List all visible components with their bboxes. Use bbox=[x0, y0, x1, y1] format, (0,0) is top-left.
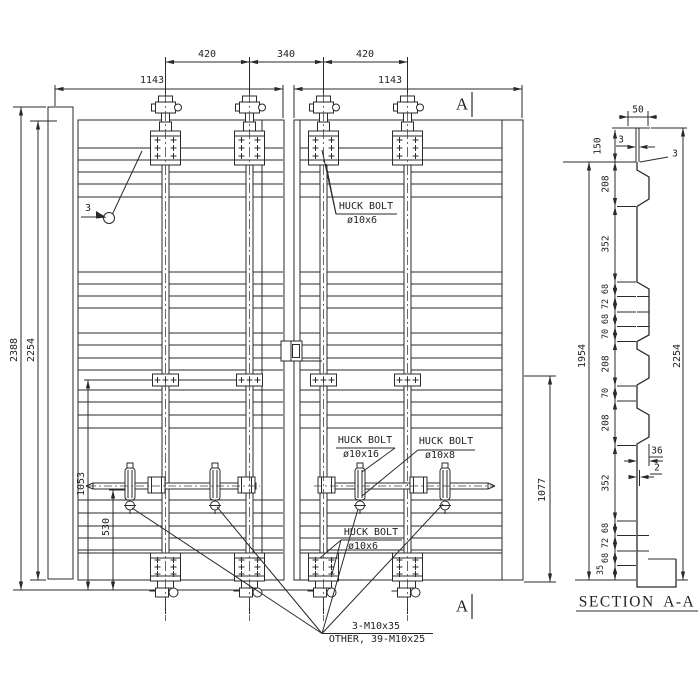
bottom-note-line2: OTHER, 39-M10x25 bbox=[328, 634, 426, 645]
sec-dim-3-plate: 3 bbox=[618, 134, 624, 146]
sec-chain-0: 208 bbox=[600, 175, 612, 193]
sec-chain-8: 208 bbox=[600, 414, 612, 432]
sec-chain-1: 352 bbox=[600, 235, 612, 253]
dim-1143-right: 1143 bbox=[377, 75, 403, 86]
sec-chain-7: 70 bbox=[600, 387, 611, 399]
sec-chain-12: 68 bbox=[600, 552, 611, 564]
sec-dim-2: 2 bbox=[654, 462, 660, 474]
dim-1143-left: 1143 bbox=[139, 75, 165, 86]
sec-chain-5: 70 bbox=[600, 328, 611, 340]
sec-dim-3-sheet: 3 bbox=[672, 148, 678, 160]
sec-dim-50: 50 bbox=[632, 104, 644, 116]
callout-midleft-size: ø10x16 bbox=[342, 449, 380, 460]
sec-chain-9: 352 bbox=[600, 474, 612, 492]
sec-chain-11: 72 bbox=[600, 537, 611, 549]
section-marker-top: A bbox=[455, 94, 469, 114]
dim-top-340: 340 bbox=[276, 49, 296, 60]
sec-chain-6: 208 bbox=[600, 355, 612, 373]
sec-chain-4: 68 bbox=[600, 313, 611, 325]
callout-midright-label: HUCK BOLT bbox=[418, 436, 474, 447]
dim-1053: 1053 bbox=[76, 471, 87, 497]
sec-chain-10: 68 bbox=[600, 522, 611, 534]
sec-chain-2: 68 bbox=[600, 283, 611, 295]
dim-top-420-left: 420 bbox=[197, 49, 217, 60]
sec-dim-2254: 2254 bbox=[672, 343, 683, 369]
callout-bottom-size: ø10x6 bbox=[347, 541, 379, 552]
dim-2254: 2254 bbox=[26, 337, 37, 363]
sec-chain-13: 35 bbox=[595, 564, 606, 576]
sec-dim-36: 36 bbox=[651, 445, 663, 457]
callout-top-label: HUCK BOLT bbox=[338, 201, 394, 212]
callout-midright-size: ø10x8 bbox=[424, 450, 456, 461]
sec-chain-3: 72 bbox=[600, 298, 611, 310]
callout-midleft-label: HUCK BOLT bbox=[337, 435, 393, 446]
callout-bottom-label: HUCK BOLT bbox=[343, 527, 399, 538]
callout-top-size: ø10x6 bbox=[346, 215, 378, 226]
section-title: SECTION A-A bbox=[578, 593, 696, 611]
sec-dim-150: 150 bbox=[592, 137, 604, 155]
dim-530: 530 bbox=[101, 517, 112, 537]
item-balloon-label: 3 bbox=[84, 203, 92, 214]
sec-dim-1954: 1954 bbox=[577, 343, 588, 369]
dim-2388: 2388 bbox=[9, 337, 20, 363]
section-marker-bottom: A bbox=[455, 596, 469, 616]
bottom-note-line1: 3-M10x35 bbox=[351, 621, 401, 632]
dim-top-420-right: 420 bbox=[355, 49, 375, 60]
dim-1077: 1077 bbox=[537, 477, 548, 503]
